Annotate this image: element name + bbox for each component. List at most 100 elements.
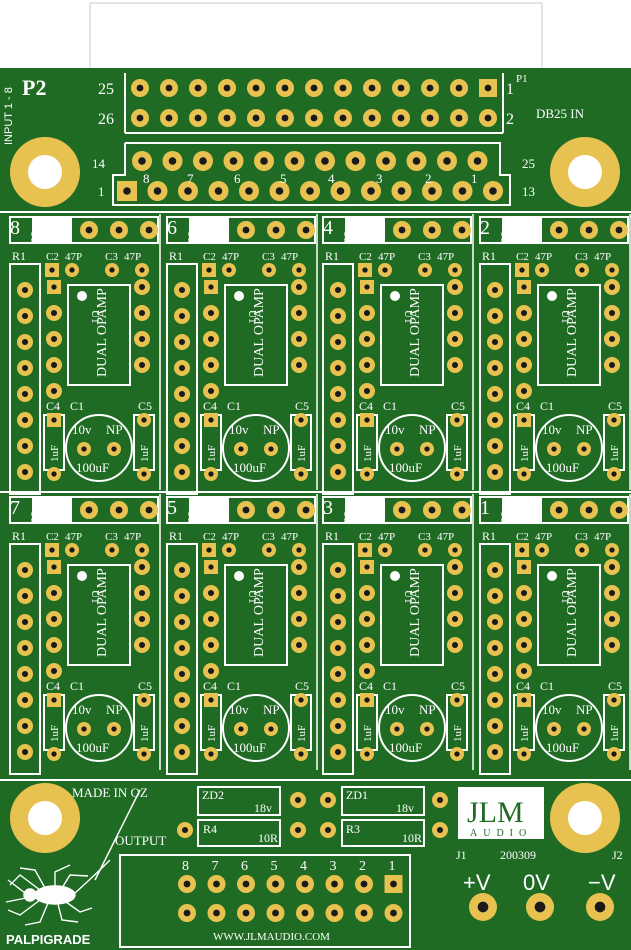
pad-hole	[551, 446, 557, 452]
pad-hole	[85, 506, 93, 514]
pad-hole	[555, 226, 563, 234]
pad-hole	[139, 547, 145, 553]
pad-hole	[390, 880, 397, 888]
pad-hole	[178, 286, 186, 294]
silk-text: 10v	[542, 422, 562, 437]
silk-text: DUAL OPAMP	[95, 568, 110, 657]
pad-hole	[363, 641, 371, 649]
pad-hole	[207, 667, 215, 675]
pad-hole	[136, 114, 144, 122]
pad-hole	[207, 387, 215, 395]
pad-hole	[51, 751, 57, 757]
pad-hole	[334, 468, 342, 476]
pad-hole	[165, 114, 173, 122]
input-label: INPUT 1 - 8	[3, 87, 15, 145]
pad-hole	[581, 446, 587, 452]
pad-hole	[266, 267, 272, 273]
pad-hole	[238, 726, 244, 732]
pad-hole	[491, 468, 499, 476]
pad-hole	[611, 697, 617, 703]
pad-hole	[364, 697, 370, 703]
silk-text: C5	[608, 679, 622, 693]
pad-hole	[21, 286, 29, 294]
pad-hole	[229, 157, 238, 165]
pad-hole	[242, 506, 250, 514]
silk-text: NP	[106, 702, 123, 717]
pad-hole	[242, 880, 250, 888]
label-box	[345, 217, 385, 243]
silk-text: C3	[575, 531, 588, 543]
pad-hole	[451, 615, 459, 623]
pad-hole	[115, 506, 123, 514]
silk-text: R1	[169, 529, 183, 543]
pad-hole	[608, 309, 616, 317]
silk-text: 1uF	[362, 445, 374, 462]
silk-text: 1uF	[452, 725, 464, 742]
pad-hole	[109, 547, 115, 553]
pad-hole	[520, 361, 528, 369]
pad-hole	[362, 547, 368, 553]
pad-hole	[295, 309, 303, 317]
j1-label: J1	[456, 848, 467, 862]
pad-hole	[363, 387, 371, 395]
pad-hole	[394, 726, 400, 732]
pad-hole	[477, 901, 489, 913]
pad-hole	[111, 446, 117, 452]
pad-hole	[324, 796, 332, 804]
pad-hole	[451, 641, 459, 649]
pad-hole	[364, 284, 370, 290]
pad-hole	[363, 615, 371, 623]
pad-hole	[331, 909, 338, 917]
pad-hole	[213, 909, 220, 917]
silk-text: C2	[203, 531, 216, 543]
pad-hole	[85, 226, 93, 234]
r3-label: R3	[346, 822, 360, 836]
silk-text: 47P	[222, 531, 239, 543]
silk-text: 47P	[594, 531, 611, 543]
silk-text: C1	[383, 679, 397, 693]
pad-hole	[339, 114, 347, 122]
pad-hole	[178, 390, 186, 398]
silk-text: C1	[227, 679, 241, 693]
pad-hole	[81, 726, 87, 732]
pad-hole	[296, 267, 302, 273]
opamp-outline	[224, 284, 288, 386]
pad-hole	[360, 880, 368, 888]
r4-value: 10R	[258, 831, 278, 845]
silk-text: 1uF	[49, 445, 61, 462]
pad-hole	[50, 615, 58, 623]
pad-hole	[302, 506, 310, 514]
silk-text: 10v	[229, 702, 249, 717]
pad-hole	[609, 547, 615, 553]
mounting-hole-center	[568, 155, 602, 189]
pad-hole	[298, 417, 304, 423]
channel-number: 2	[480, 217, 490, 239]
r3-value: 10R	[402, 831, 422, 845]
pad-hole	[611, 417, 617, 423]
silk-text: DUAL OPAMP	[565, 568, 580, 657]
pad-hole	[295, 283, 303, 291]
channel-number: 5	[167, 497, 177, 519]
silk-text: C4	[359, 679, 373, 693]
pad-hole	[491, 442, 499, 450]
pad-hole	[451, 283, 459, 291]
pad-hole	[489, 187, 497, 195]
pad-hole	[608, 589, 616, 597]
silk-text: R2	[29, 231, 41, 244]
c1-outline	[65, 694, 133, 762]
pad-hole	[183, 880, 191, 888]
pad-hole	[50, 589, 58, 597]
pad-hole	[363, 309, 371, 317]
pad-hole	[519, 267, 525, 273]
pad-hole	[321, 157, 329, 165]
pad-hole	[484, 114, 492, 122]
silk-text: 10v	[385, 702, 405, 717]
c1-outline	[535, 414, 603, 482]
pad-hole	[310, 114, 318, 122]
pad-hole	[334, 618, 342, 626]
silk-text: 10v	[72, 422, 92, 437]
pad-hole	[458, 226, 466, 234]
